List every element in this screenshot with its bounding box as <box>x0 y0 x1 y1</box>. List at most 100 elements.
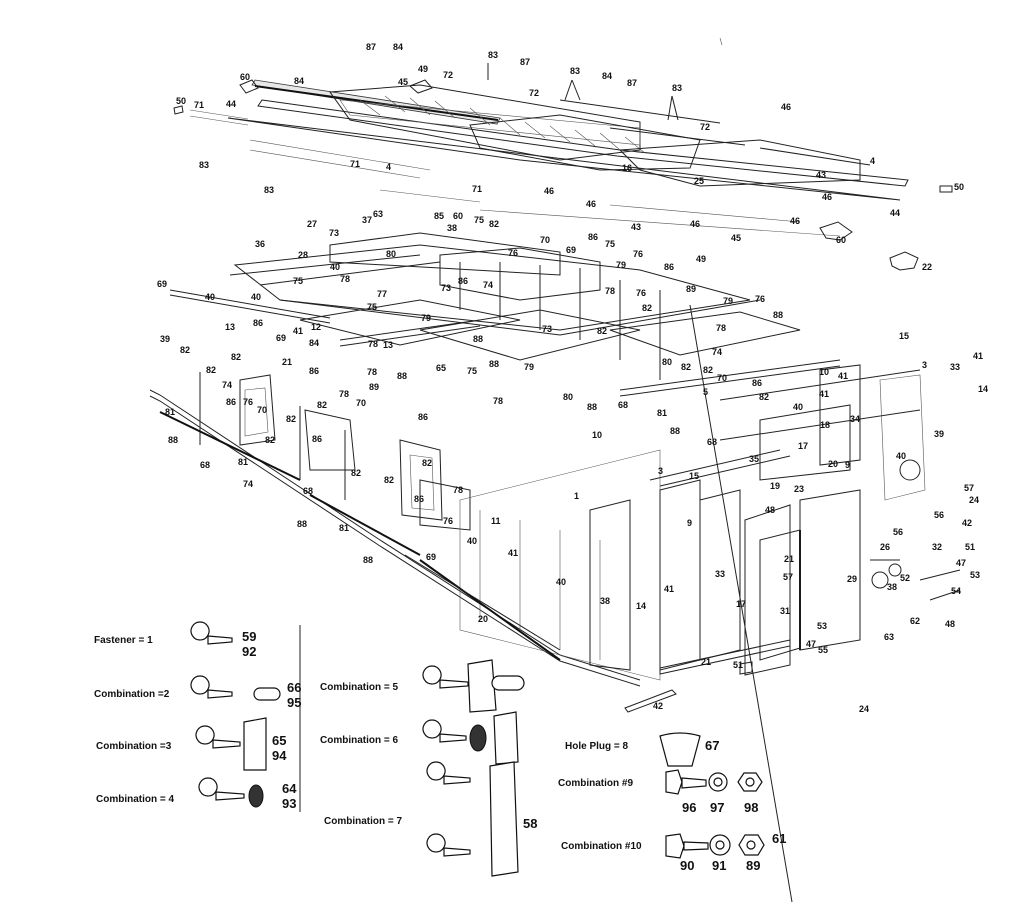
part-callout: 14 <box>636 601 646 611</box>
part-callout: 80 <box>662 357 672 367</box>
part-callout: 73 <box>441 283 451 293</box>
part-callout: 9 <box>845 460 850 470</box>
part-callout: 20 <box>478 614 488 624</box>
part-callout: 74 <box>483 280 493 290</box>
part-callout: 82 <box>681 362 691 372</box>
part-callout: 74 <box>243 479 253 489</box>
svg-text:90: 90 <box>680 858 694 873</box>
part-callout: 86 <box>458 276 468 286</box>
part-callout: 25 <box>694 176 704 186</box>
part-callout: 54 <box>951 586 961 596</box>
part-callout: 21 <box>784 554 794 564</box>
svg-text:98: 98 <box>744 800 758 815</box>
part-callout: 55 <box>818 645 828 655</box>
svg-text:91: 91 <box>712 858 726 873</box>
part-callout: 70 <box>717 373 727 383</box>
part-callout: 88 <box>670 426 680 436</box>
part-callout: 40 <box>251 292 261 302</box>
part-callout: 46 <box>790 216 800 226</box>
part-callout: 20 <box>828 459 838 469</box>
part-callout: 37 <box>362 215 372 225</box>
part-callout: 60 <box>453 211 463 221</box>
part-callout: 46 <box>822 192 832 202</box>
roof-assembly <box>173 63 953 271</box>
part-callout: 82 <box>265 435 275 445</box>
legend-combination-2: Combination =2 66 95 <box>94 675 301 710</box>
part-callout: 73 <box>329 228 339 238</box>
part-callout: 41 <box>819 389 829 399</box>
main-body <box>149 37 961 903</box>
part-callout: 76 <box>508 248 518 258</box>
part-callout: 75 <box>293 276 303 286</box>
part-callout: 78 <box>493 396 503 406</box>
part-callout: 73 <box>542 324 552 334</box>
part-callout: 71 <box>350 159 360 169</box>
part-callout: 75 <box>605 239 615 249</box>
svg-text:66: 66 <box>287 680 301 695</box>
part-callout: 78 <box>340 274 350 284</box>
part-callout: 47 <box>806 639 816 649</box>
part-callout: 87 <box>627 78 637 88</box>
part-callout: 75 <box>474 215 484 225</box>
part-callout: 26 <box>880 542 890 552</box>
part-callout: 40 <box>205 292 215 302</box>
part-callout: 28 <box>298 250 308 260</box>
part-callout: 11 <box>491 516 501 526</box>
part-callout: 24 <box>969 495 979 505</box>
part-callout: 21 <box>282 357 292 367</box>
part-callout: 15 <box>689 471 699 481</box>
svg-text:59: 59 <box>242 629 256 644</box>
part-callout: 82 <box>703 365 713 375</box>
part-callout: 57 <box>783 572 793 582</box>
part-callout: 84 <box>602 71 612 81</box>
svg-text:Combination =3: Combination =3 <box>96 741 172 752</box>
legend-combination-9: Combination #9 96 97 98 <box>558 769 763 815</box>
part-callout: 88 <box>297 519 307 529</box>
part-callout: 65 <box>436 363 446 373</box>
part-callout: 10 <box>592 430 602 440</box>
part-callout: 79 <box>421 313 431 323</box>
part-callout: 82 <box>206 365 216 375</box>
part-callout: 41 <box>838 371 848 381</box>
part-callout: 74 <box>712 347 722 357</box>
part-callout: 76 <box>443 516 453 526</box>
part-callout: 56 <box>893 527 903 537</box>
part-callout: 82 <box>384 475 394 485</box>
part-callout: 50 <box>176 96 186 106</box>
part-callout: 82 <box>231 352 241 362</box>
part-callout: 82 <box>489 219 499 229</box>
part-callout: 12 <box>311 322 321 332</box>
part-callout: 86 <box>588 232 598 242</box>
part-callout: 83 <box>570 66 580 76</box>
part-callout: 62 <box>910 616 920 626</box>
part-callout: 71 <box>472 184 482 194</box>
part-callout: 17 <box>736 599 746 609</box>
part-callout: 78 <box>368 339 378 349</box>
part-callout: 63 <box>373 209 383 219</box>
part-callout: 89 <box>686 284 696 294</box>
part-callout: 48 <box>765 505 775 515</box>
part-callout: 13 <box>225 322 235 332</box>
part-callout: 76 <box>633 249 643 259</box>
part-callout: 80 <box>563 392 573 402</box>
part-callout: 74 <box>222 380 232 390</box>
part-callout: 78 <box>716 323 726 333</box>
part-callout: 88 <box>363 555 373 565</box>
part-callout: 18 <box>820 420 830 430</box>
part-callout: 86 <box>752 378 762 388</box>
part-callout: 81 <box>238 457 248 467</box>
part-callout: 40 <box>467 536 477 546</box>
part-callout: 63 <box>884 632 894 642</box>
svg-text:65: 65 <box>272 733 286 748</box>
part-callout: 33 <box>950 362 960 372</box>
part-callout: 38 <box>887 582 897 592</box>
part-callout: 5 <box>703 387 708 397</box>
part-callout: 83 <box>199 160 209 170</box>
part-callout: 86 <box>418 412 428 422</box>
part-callout: 40 <box>793 402 803 412</box>
part-callout: 86 <box>253 318 263 328</box>
part-callout: 32 <box>932 542 942 552</box>
part-callout: 82 <box>180 345 190 355</box>
part-callout: 60 <box>240 72 250 82</box>
